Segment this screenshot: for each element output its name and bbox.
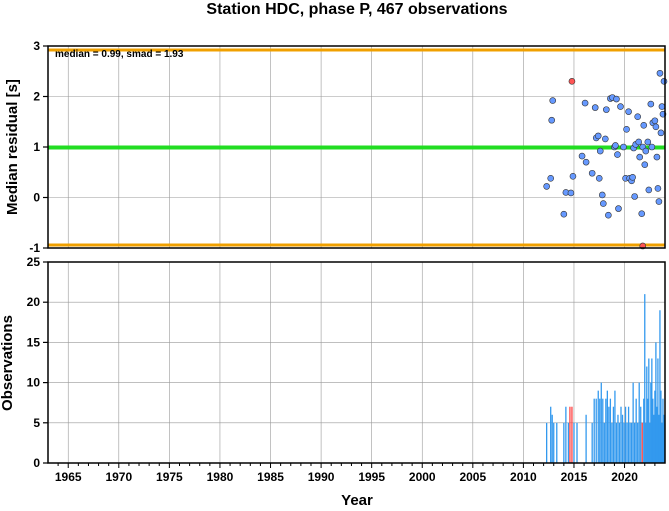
- observations-y-tick-label: 0: [33, 456, 40, 470]
- residual-point: [651, 117, 659, 125]
- year-x-label: Year: [341, 492, 373, 509]
- outlier-point: [568, 78, 576, 85]
- residual-point: [638, 210, 646, 217]
- observations-y-tick-label: 5: [33, 416, 40, 430]
- residual-point: [641, 161, 649, 168]
- year-tick-label: 1995: [358, 470, 385, 484]
- residual-point: [614, 151, 621, 158]
- residual-point: [567, 189, 575, 197]
- residual-y-tick-label: 3: [33, 39, 40, 53]
- residual-point: [549, 97, 557, 104]
- residual-point: [657, 129, 665, 137]
- residual-point: [620, 143, 627, 151]
- residual-point: [578, 152, 586, 160]
- residual-y-tick-label: 1: [33, 140, 40, 154]
- residual-point: [645, 186, 653, 194]
- residual-point: [547, 175, 555, 182]
- residual-point: [594, 132, 602, 140]
- residual-point: [548, 116, 556, 124]
- residual-point: [660, 78, 668, 85]
- residual-point: [653, 153, 661, 161]
- residual-point: [598, 191, 606, 199]
- year-tick-label: 1985: [257, 470, 284, 484]
- residual-point: [652, 123, 660, 131]
- residual-point: [603, 106, 610, 113]
- residual-y-tick-label: 2: [33, 90, 40, 104]
- residual-point: [654, 185, 662, 192]
- residual-point: [617, 103, 624, 110]
- residual-point: [569, 172, 577, 180]
- observation-bars: [546, 294, 665, 463]
- residual-point: [613, 95, 620, 103]
- year-tick-label: 2015: [561, 470, 588, 484]
- residual-point: [588, 169, 596, 177]
- residual-y-label: Median residual [s]: [4, 79, 21, 215]
- residual-point: [595, 175, 603, 182]
- residual-point: [605, 211, 612, 219]
- residual-point: [647, 100, 655, 108]
- observations-y-label: Observations: [0, 315, 16, 411]
- residual-point: [596, 147, 604, 155]
- residual-point: [615, 205, 622, 212]
- residual-point: [634, 113, 641, 120]
- residual-point: [656, 69, 664, 77]
- observations-y-tick-label: 15: [27, 335, 41, 349]
- residual-point: [640, 121, 648, 129]
- observations-ticks: 0 5 10 15 20 25 1965 1970 1975 1980 1985 1990 1995 20…: [27, 255, 656, 484]
- observations-panel: 0 5 10 15 20 25 1965 1970 1975 1980 1985 1990 1995 20…: [0, 255, 666, 509]
- median-annotation: median = 0.99, smad = 1.93: [55, 49, 184, 60]
- residual-point: [648, 143, 656, 151]
- observations-y-tick-label: 25: [27, 255, 41, 269]
- residual-point: [629, 174, 636, 181]
- residual-point: [658, 103, 666, 110]
- year-tick-label: 2020: [611, 470, 638, 484]
- residual-panel: -1 0 1 2 3 median = 0.99, smad = 1.93 Median…: [4, 39, 668, 255]
- residual-y-tick-label: -1: [29, 241, 40, 255]
- residual-point: [631, 193, 638, 200]
- residual-point: [655, 198, 663, 205]
- residual-point: [623, 126, 630, 133]
- residual-y-tick-label: 0: [33, 191, 40, 205]
- residual-y-ticks: -1 0 1 2 3: [29, 39, 48, 255]
- residual-point: [560, 210, 568, 218]
- residual-points: [543, 69, 668, 250]
- chart-title: Station HDC, phase P, 467 observations: [206, 1, 507, 18]
- reference-lines: [48, 48, 665, 247]
- residual-point: [543, 183, 550, 190]
- observations-y-tick-label: 10: [27, 376, 41, 390]
- residual-point: [581, 99, 589, 107]
- observations-frame: [47, 261, 666, 464]
- residual-point: [635, 138, 643, 146]
- residual-point: [591, 104, 599, 111]
- year-tick-label: 2000: [409, 470, 436, 484]
- residual-point: [599, 200, 607, 207]
- observations-grid: [48, 261, 665, 464]
- residual-point: [644, 138, 652, 146]
- year-tick-label: 2005: [459, 470, 486, 484]
- observations-y-tick-label: 20: [27, 295, 41, 309]
- year-tick-label: 1965: [55, 470, 82, 484]
- year-tick-label: 1990: [308, 470, 335, 484]
- residual-point: [602, 135, 609, 143]
- residual-point: [636, 153, 644, 161]
- year-tick-label: 2010: [510, 470, 537, 484]
- year-tick-label: 1975: [156, 470, 183, 484]
- residual-point: [642, 147, 650, 155]
- residual-point: [582, 158, 590, 166]
- year-tick-label: 1980: [207, 470, 234, 484]
- residual-point: [612, 142, 619, 149]
- residual-point: [625, 108, 632, 115]
- year-tick-label: 1970: [105, 470, 132, 484]
